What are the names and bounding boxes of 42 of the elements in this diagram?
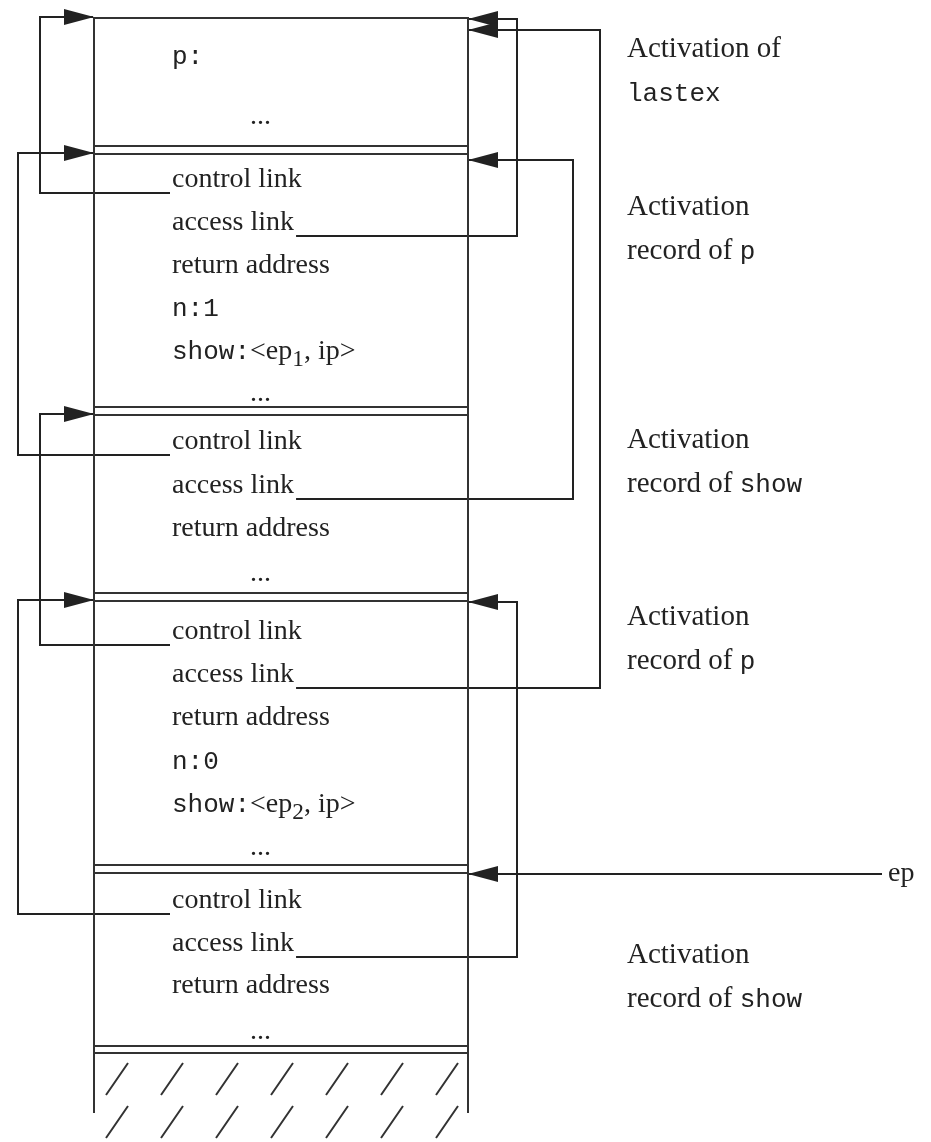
activation-record — [93, 600, 469, 866]
field-text: show:<ep$_{1}$, ip> — [172, 333, 356, 370]
record-caption: Activation record of show — [627, 421, 803, 502]
link-arrow — [468, 866, 883, 882]
link-field: access link — [172, 201, 295, 241]
field-text: return address — [172, 247, 330, 281]
field-text: ... — [250, 829, 271, 863]
link-arrow — [39, 406, 171, 646]
activation-record — [93, 153, 469, 408]
link-field: control link — [172, 158, 302, 198]
field-text: ... — [250, 555, 271, 589]
record-caption: Activation record of show — [627, 936, 803, 1017]
link-field: control link — [172, 879, 302, 919]
link-arrow — [17, 145, 171, 456]
record-caption: Activation record of p — [627, 598, 756, 679]
field-text: ... — [250, 375, 271, 409]
field-text: return address — [172, 699, 330, 733]
activation-record — [93, 872, 469, 1047]
link-arrow — [295, 11, 518, 237]
record-caption: Activation record of p — [627, 188, 756, 269]
link-field: access link — [172, 922, 295, 962]
field-text: p: — [172, 41, 204, 74]
link-field: access link — [172, 653, 295, 693]
activation-record — [93, 17, 469, 147]
field-text: ... — [250, 1013, 271, 1047]
link-arrow — [295, 594, 518, 958]
link-arrow — [295, 22, 601, 689]
link-arrow — [17, 592, 171, 915]
link-arrow — [295, 152, 574, 500]
field-text: return address — [172, 967, 330, 1001]
link-field: control link — [172, 610, 302, 650]
link-arrow — [39, 9, 171, 194]
field-text: show:<ep$_{2}$, ip> — [172, 786, 356, 823]
link-field: control link — [172, 420, 302, 460]
record-caption: Activation of lastex — [627, 30, 781, 111]
field-text: ... — [250, 98, 271, 132]
link-field: access link — [172, 464, 295, 504]
pointer-label: ep — [888, 852, 915, 892]
field-text: n:0 — [172, 746, 219, 779]
field-text: return address — [172, 510, 330, 544]
field-text: n:1 — [172, 293, 219, 326]
activation-record — [93, 414, 469, 594]
